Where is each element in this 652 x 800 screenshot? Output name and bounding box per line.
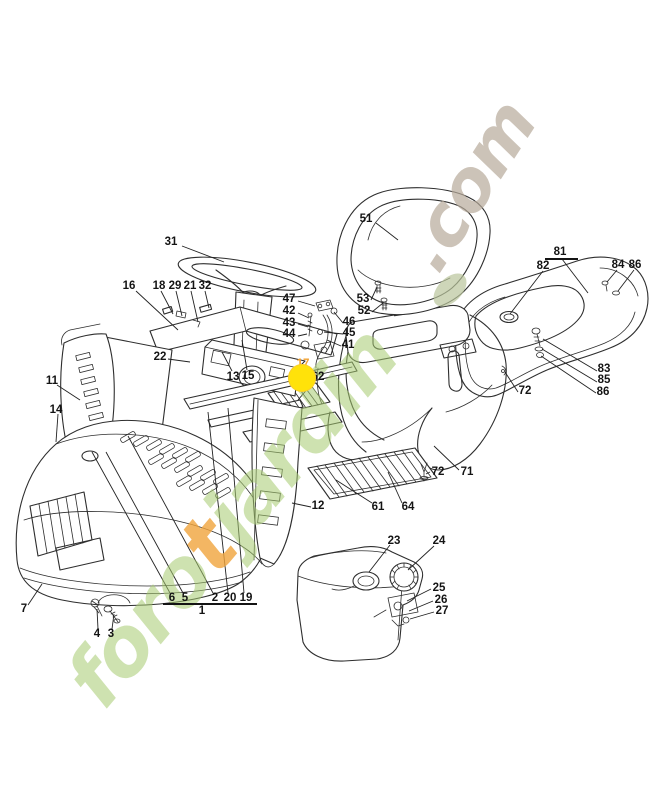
- callout-group-rule: [545, 258, 578, 260]
- part-callout-86: 86: [628, 259, 642, 271]
- part-callout-52: 52: [357, 305, 371, 317]
- hood-screws: [90, 598, 121, 624]
- part-callout-26: 26: [434, 594, 448, 606]
- hood: [15, 419, 269, 607]
- part-callout-22: 22: [153, 351, 167, 363]
- part-callout-64: 64: [401, 501, 415, 513]
- part-callout-1: 1: [198, 605, 206, 617]
- part-callout-43: 43: [282, 317, 296, 329]
- part-callout-2: 2: [211, 592, 219, 604]
- part-callout-4: 4: [93, 628, 101, 640]
- part-callout-44: 44: [282, 328, 296, 340]
- part-callout-53: 53: [356, 293, 370, 305]
- part-callout-71: 71: [460, 466, 474, 478]
- part-callout-45: 45: [342, 327, 356, 339]
- callout-group-rule: [163, 603, 257, 605]
- part-callout-84: 84: [611, 259, 625, 271]
- part-callout-29: 29: [168, 280, 182, 292]
- part-callout-7: 7: [20, 603, 28, 615]
- part-callout-51: 51: [359, 213, 373, 225]
- watermark-blob: [433, 273, 467, 307]
- rear-fender-body: [327, 304, 507, 471]
- leader-lines: [27, 222, 635, 630]
- seat-screws: [374, 280, 388, 311]
- part-callout-23: 23: [387, 535, 401, 547]
- part-callout-16: 16: [122, 280, 136, 292]
- fender-clips-72: [419, 365, 507, 480]
- part-callout-72: 72: [431, 466, 445, 478]
- deck-screws-84-86: [601, 280, 620, 296]
- part-callout-83: 83: [597, 363, 611, 375]
- deck-bolt-stack: [531, 327, 544, 358]
- part-callout-85: 85: [597, 374, 611, 386]
- part-callout-15: 15: [241, 370, 255, 382]
- part-callout-13: 13: [226, 371, 240, 383]
- part-callout-82: 82: [536, 260, 550, 272]
- part-callout-11: 11: [45, 375, 59, 387]
- fuel-tank: [296, 546, 424, 662]
- part-callout-20: 20: [223, 592, 237, 604]
- part-callout-19: 19: [239, 592, 253, 604]
- part-callout-31: 31: [164, 236, 178, 248]
- part-callout-5: 5: [181, 592, 189, 604]
- part-callout-3: 3: [107, 628, 115, 640]
- part-callout-24: 24: [432, 535, 446, 547]
- part-callout-12: 12: [311, 500, 325, 512]
- column-tower: [251, 397, 303, 568]
- part-callout-32: 32: [198, 280, 212, 292]
- highlight-circle: [288, 364, 316, 392]
- part-callout-25: 25: [432, 582, 446, 594]
- part-callout-27: 27: [435, 605, 449, 617]
- part-callout-72: 72: [518, 385, 532, 397]
- part-callout-46: 46: [342, 316, 356, 328]
- part-callout-14: 14: [49, 404, 63, 416]
- part-callout-41: 41: [341, 339, 355, 351]
- part-callout-86: 86: [596, 386, 610, 398]
- part-callout-18: 18: [152, 280, 166, 292]
- part-callout-6: 6: [168, 592, 176, 604]
- tank-valve: [373, 592, 419, 627]
- lever-assembly: [307, 299, 338, 405]
- part-callout-81: 81: [553, 246, 567, 258]
- part-callout-61: 61: [371, 501, 385, 513]
- part-callout-21: 21: [183, 280, 197, 292]
- part-callout-42: 42: [282, 305, 296, 317]
- part-callout-47: 47: [282, 293, 296, 305]
